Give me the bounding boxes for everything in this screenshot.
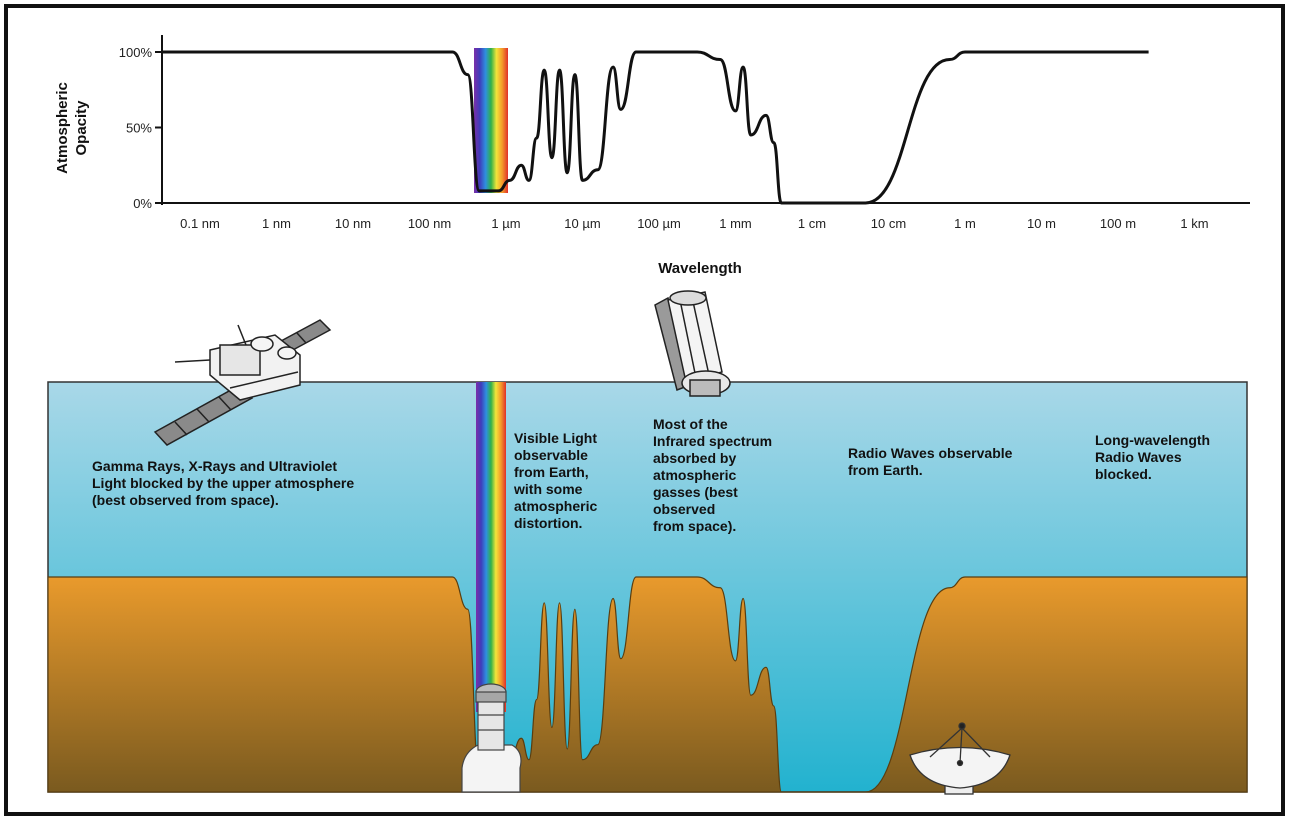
- annotation-gamma-line: Gamma Rays, X-Rays and Ultraviolet: [92, 458, 337, 474]
- x-axis-title: Wavelength: [658, 260, 742, 277]
- x-tick-label: 10 m: [1027, 216, 1056, 231]
- x-tick-label: 1 km: [1180, 216, 1208, 231]
- annotation-infrared-line: observed: [653, 501, 715, 517]
- opacity-curve: [161, 50, 1149, 205]
- visible-light-beam: [476, 382, 506, 712]
- annotation-gamma-line: (best observed from space).: [92, 492, 279, 508]
- annotation-longwave-line: Radio Waves: [1095, 449, 1182, 465]
- y-axis-title-line2: Opacity: [73, 100, 90, 156]
- space-telescope-icon: [654, 290, 731, 397]
- annotation-gamma: Gamma Rays, X-Rays and Ultraviolet Light…: [92, 458, 358, 508]
- x-tick-label: 1 µm: [491, 216, 520, 231]
- x-tick-label: 10 nm: [335, 216, 371, 231]
- annotation-longwave-line: blocked.: [1095, 466, 1152, 482]
- annotation-visible-line: atmospheric: [514, 498, 597, 514]
- y-tick-label: 50%: [126, 121, 152, 136]
- radio-dish-icon: [909, 722, 1011, 795]
- annotation-visible: Visible Light observable from Earth, wit…: [513, 430, 601, 531]
- annotation-infrared-line: Infrared spectrum: [653, 433, 772, 449]
- annotation-longwave-line: Long-wavelength: [1095, 432, 1210, 448]
- annotation-infrared-line: from space).: [653, 518, 736, 534]
- x-tick-label: 1 nm: [262, 216, 291, 231]
- x-tick-label: 1 mm: [719, 216, 752, 231]
- x-tick-label: 100 nm: [408, 216, 451, 231]
- annotation-visible-line: Visible Light: [514, 430, 597, 446]
- annotation-longwave: Long-wavelength Radio Waves blocked.: [1095, 432, 1214, 482]
- x-tick-label: 100 m: [1100, 216, 1136, 231]
- y-axis-title: Atmospheric Opacity: [54, 82, 90, 174]
- annotation-visible-line: distortion.: [514, 515, 582, 531]
- x-tick-label: 1 cm: [798, 216, 826, 231]
- y-tick-label: 0%: [133, 196, 152, 211]
- ground-telescope-icon: [461, 683, 522, 793]
- annotation-radio-line: Radio Waves observable: [848, 445, 1013, 461]
- atmosphere-illustration: Gamma Rays, X-Rays and Ultraviolet Light…: [47, 290, 1248, 795]
- annotation-infrared-line: absorbed by: [653, 450, 736, 466]
- x-tick-label: 0.1 nm: [180, 216, 220, 231]
- x-ticks: 0.1 nm 1 nm 10 nm 100 nm 1 µm 10 µm 100 µm 1 mm…: [180, 216, 1208, 231]
- x-tick-label: 100 µm: [637, 216, 681, 231]
- y-axis-title-line1: Atmospheric: [54, 82, 71, 174]
- annotation-infrared-line: Most of the: [653, 416, 728, 432]
- x-tick-label: 1 m: [954, 216, 976, 231]
- opacity-chart: Atmospheric Opacity 100% 50% 0% 0.1 nm 1 nm…: [54, 35, 1250, 277]
- y-ticks: 100% 50% 0%: [119, 45, 162, 211]
- annotation-infrared-line: gasses (best: [653, 484, 738, 500]
- atmosphere-absorption-mountains: [47, 576, 1248, 793]
- annotation-visible-line: with some: [513, 481, 583, 497]
- annotation-gamma-line: Light blocked by the upper atmosphere: [92, 475, 354, 491]
- y-tick-label: 100%: [119, 45, 153, 60]
- annotation-infrared-line: atmospheric: [653, 467, 736, 483]
- annotation-infrared: Most of the Infrared spectrum absorbed b…: [653, 416, 776, 534]
- x-tick-label: 10 µm: [564, 216, 600, 231]
- x-tick-label: 10 cm: [871, 216, 906, 231]
- annotation-radio: Radio Waves observable from Earth.: [848, 445, 1016, 478]
- annotation-radio-line: from Earth.: [848, 462, 923, 478]
- visible-spectrum-band: [474, 48, 508, 193]
- annotation-visible-line: from Earth,: [514, 464, 589, 480]
- satellite-icon: [153, 319, 332, 446]
- annotation-visible-line: observable: [514, 447, 588, 463]
